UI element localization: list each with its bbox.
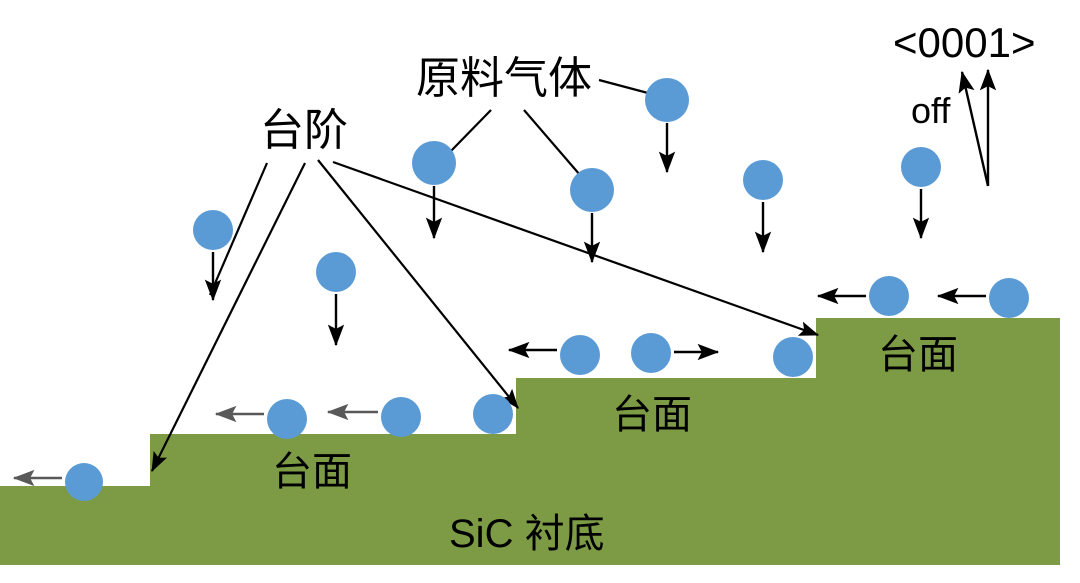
precursor-particle — [773, 337, 813, 377]
precursor-particle — [473, 394, 513, 434]
precursor-particle — [412, 141, 456, 185]
substrate-polygon — [0, 318, 1060, 565]
precursor-particle — [869, 276, 909, 316]
orientation-arrows-group — [958, 68, 997, 187]
orientation-arrow-0 — [958, 70, 990, 187]
precursor-particle — [631, 333, 671, 373]
precursor-particle — [65, 463, 103, 501]
precursor-particle — [193, 210, 233, 250]
leader-line-3 — [332, 160, 820, 337]
label-terrace-2: 台面 — [612, 393, 692, 437]
precursor-particle — [316, 252, 356, 292]
leader-line-1 — [151, 162, 306, 472]
label-source-gas: 原料气体 — [416, 54, 592, 103]
label-terrace-3: 台面 — [878, 333, 958, 377]
precursor-particle — [560, 335, 600, 375]
leader-lines-group — [151, 78, 820, 472]
precursor-particle — [743, 160, 783, 200]
precursor-particles-group — [65, 78, 1029, 501]
precursor-particle — [901, 147, 941, 187]
leader-line-2 — [317, 159, 519, 409]
precursor-particle — [570, 168, 614, 212]
particle-motion-arrows-group — [12, 123, 986, 487]
leader-line-6 — [598, 78, 649, 95]
sic-substrate-shape — [0, 318, 1060, 565]
label-sic-substrate: SiC 衬底 — [449, 512, 605, 556]
leader-line-0 — [208, 162, 269, 296]
label-orientation-0001: <0001> — [893, 19, 1036, 66]
precursor-particle — [381, 397, 421, 437]
label-terrace-1: 台面 — [272, 450, 352, 494]
leader-line-5 — [523, 109, 581, 176]
leader-line-4 — [449, 109, 492, 153]
precursor-particle — [267, 399, 307, 439]
precursor-particle — [645, 78, 689, 122]
precursor-particle — [989, 278, 1029, 318]
label-step: 台阶 — [260, 106, 348, 155]
label-offcut: off — [911, 90, 951, 131]
